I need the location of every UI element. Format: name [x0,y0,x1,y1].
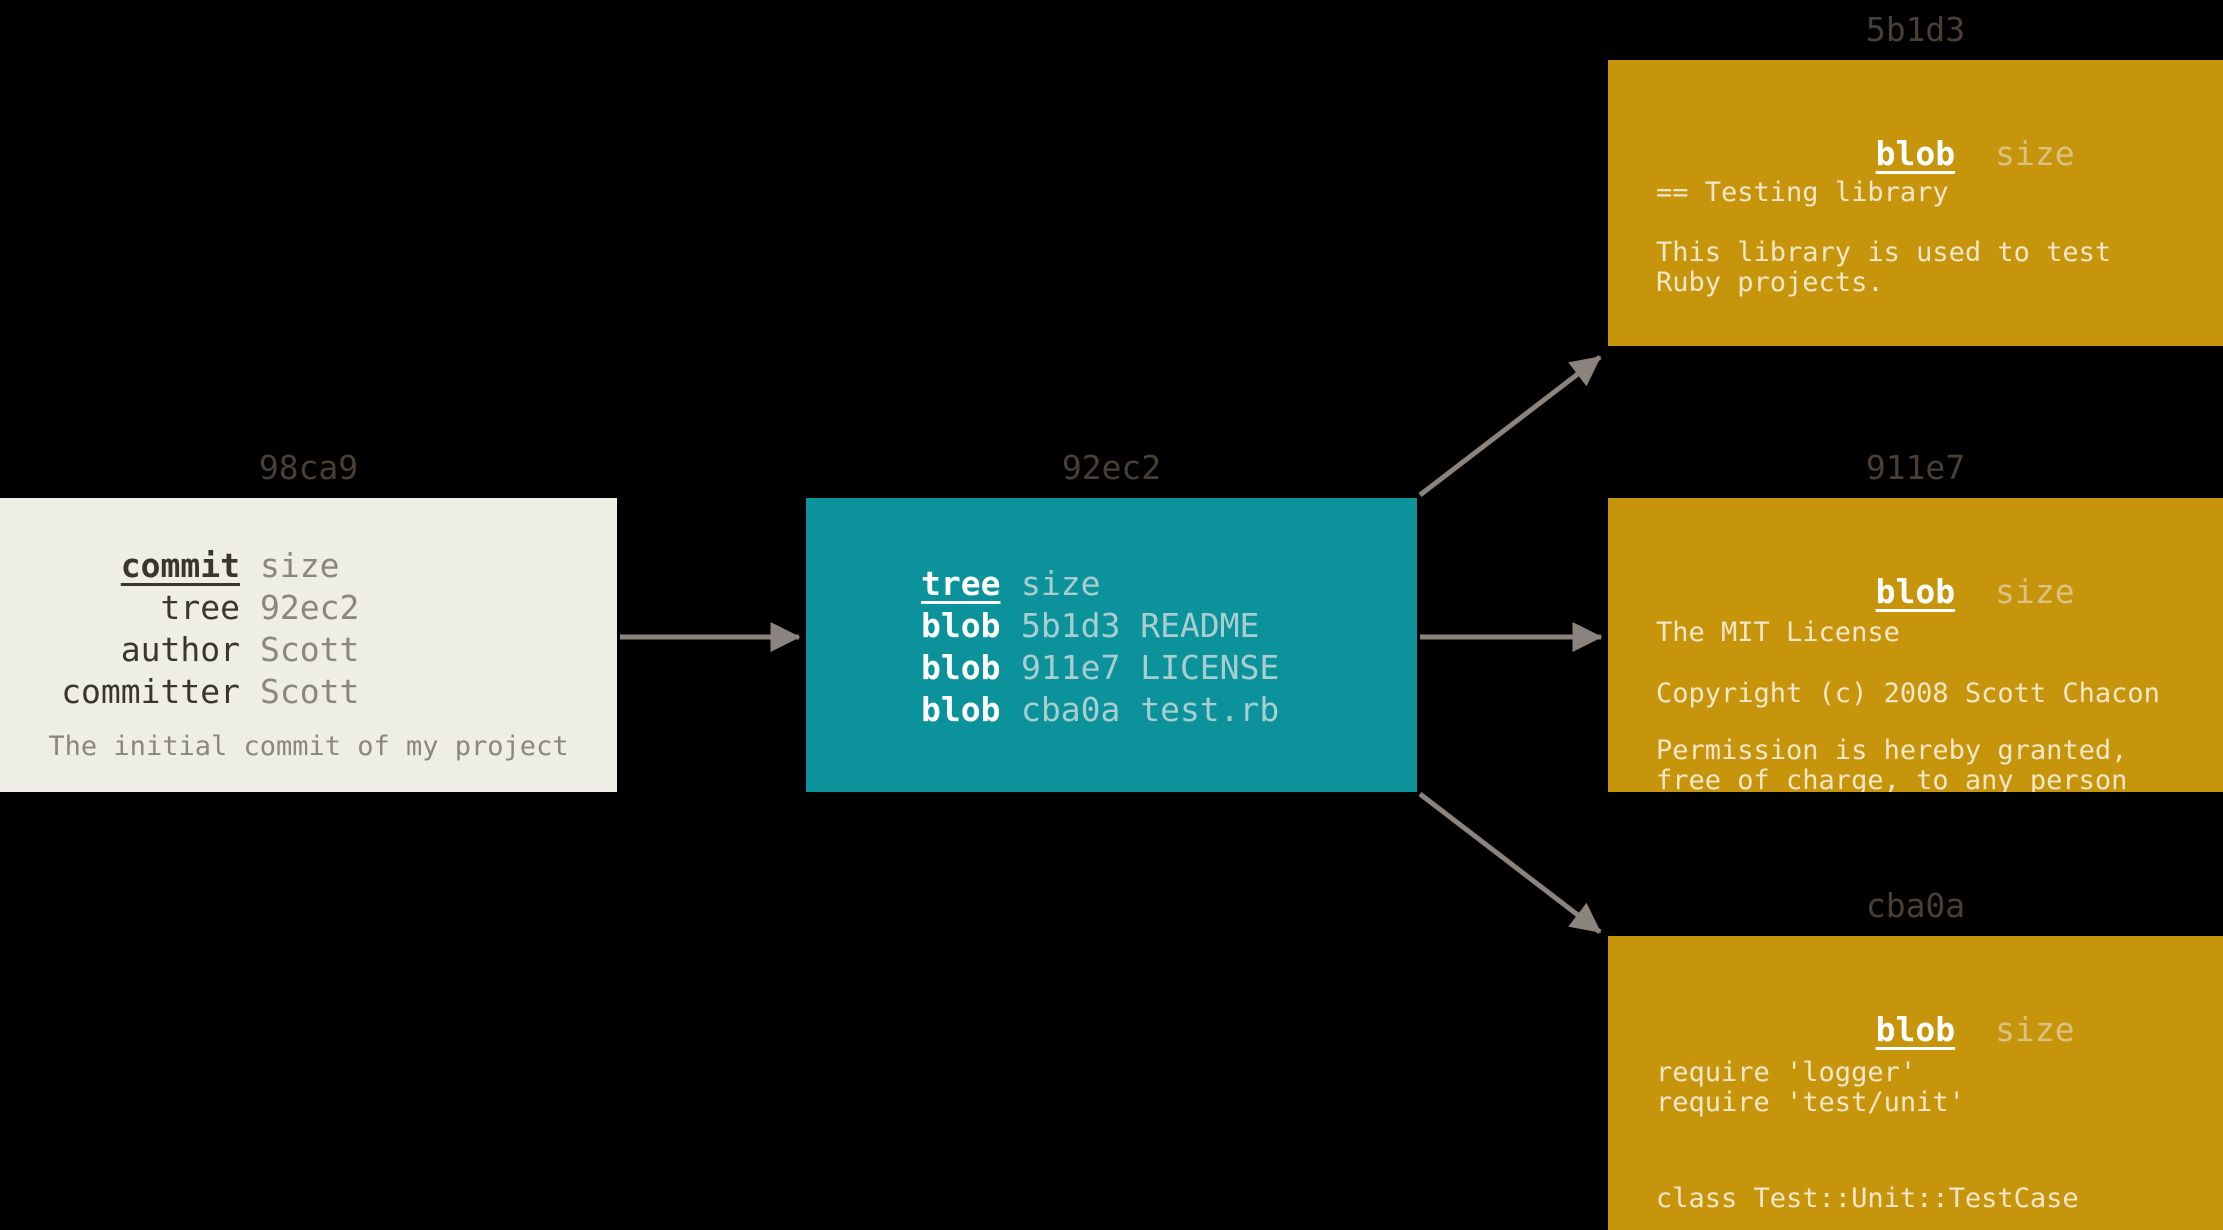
commit-author-value: Scott [260,630,360,669]
blob-911e7-line-3: Permission is hereby granted, [1656,735,2128,766]
tree-blob-key-3: blob [921,690,1001,729]
blob-object-box-5b1d3: blob size == Testing library This library… [1608,60,2223,346]
tree-blob-value-3: cba0a test.rb [1021,690,1280,729]
arrow-tree-to-blob-5b1d3 [1418,355,1602,497]
commit-tree-key: tree [160,588,240,627]
hash-label-blob-cba0a: cba0a [1865,886,1966,925]
commit-row-tree: tree 92ec2 [0,587,617,629]
tree-object-box: tree size blob 5b1d3 README blob 911e7 LICE… [806,498,1417,792]
blob-5b1d3-size: size [1995,134,2075,173]
blob-5b1d3-line-2: This library is used to test [1656,237,2112,268]
commit-type-key: commit [120,546,240,585]
commit-tree-value: 92ec2 [260,588,360,627]
blob-object-box-911e7: blob size The MIT License Copyright (c) 2… [1608,498,2223,792]
blob-5b1d3-header: blob size [1608,100,2223,172]
tree-type-value: size [1021,564,1101,603]
blob-object-box-cba0a: blob size require 'logger' require 'test/… [1608,936,2223,1230]
blob-cba0a-line-3: class Test::Unit::TestCase [1656,1183,2079,1214]
blob-911e7-size: size [1995,572,2075,611]
commit-message: The initial commit of my project [48,731,569,762]
blob-cba0a-size: size [1995,1010,2075,1049]
blob-cba0a-type-key: blob [1875,1010,1956,1049]
blob-5b1d3-type-key: blob [1875,134,1956,173]
blob-5b1d3-line-1: == Testing library [1656,177,1949,208]
blob-cba0a-line-1: require 'logger' [1656,1057,1917,1088]
blob-911e7-header: blob size [1608,538,2223,610]
commit-row-type: commit size [0,545,617,587]
hash-label-blob-911e7: 911e7 [1865,448,1966,487]
tree-blob-key-2: blob [921,648,1001,687]
arrow-tree-to-blob-cba0a [1418,792,1602,934]
blob-911e7-line-2: Copyright (c) 2008 Scott Chacon [1656,678,2160,709]
commit-committer-value: Scott [260,672,360,711]
blob-cba0a-header: blob size [1608,976,2223,1048]
blob-911e7-type-key: blob [1875,572,1956,611]
blob-5b1d3-line-3: Ruby projects. [1656,267,1884,298]
tree-row-testrb: blob cba0a test.rb [921,689,1279,731]
blob-911e7-line-1: The MIT License [1656,617,1900,648]
commit-committer-key: committer [61,672,240,711]
tree-row-type: tree size [921,563,1279,605]
tree-blob-value-2: 911e7 LICENSE [1021,648,1280,687]
tree-row-license: blob 911e7 LICENSE [921,647,1279,689]
commit-row-author: author Scott [0,629,617,671]
commit-type-value: size [260,546,340,585]
tree-blob-value-1: 5b1d3 README [1021,606,1260,645]
blob-cba0a-line-2: require 'test/unit' [1656,1087,1965,1118]
tree-type-key: tree [921,564,1001,603]
hash-label-tree: 92ec2 [1061,448,1162,487]
tree-row-readme: blob 5b1d3 README [921,605,1279,647]
blob-911e7-line-4: free of charge, to any person [1656,765,2128,793]
commit-row-committer: committer Scott [0,671,617,713]
tree-blob-key-1: blob [921,606,1001,645]
hash-label-blob-5b1d3: 5b1d3 [1865,10,1966,49]
commit-author-key: author [120,630,240,669]
tree-entries: tree size blob 5b1d3 README blob 911e7 LICE… [921,563,1279,731]
hash-label-commit: 98ca9 [258,448,359,487]
